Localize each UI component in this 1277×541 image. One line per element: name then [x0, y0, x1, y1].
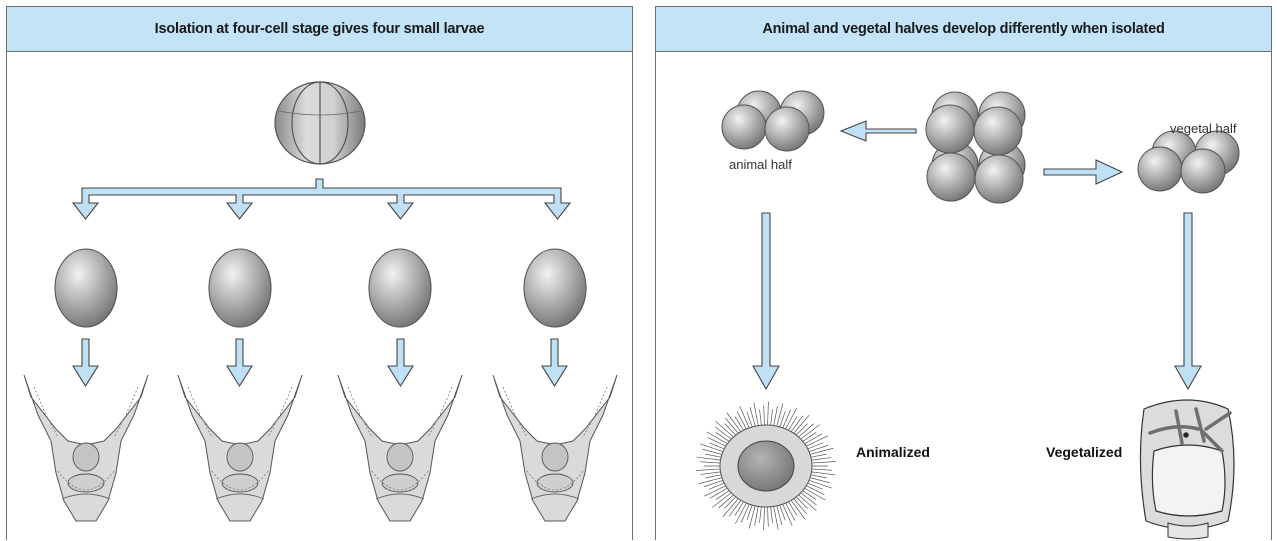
cilium — [806, 482, 822, 489]
cilium — [760, 506, 762, 522]
cilium — [768, 506, 769, 526]
cilium — [709, 443, 725, 450]
left-panel: Isolation at four-cell stage gives four … — [6, 6, 633, 540]
cilium — [809, 474, 827, 477]
animal-half-label: animal half — [729, 157, 792, 172]
animal-half-cells — [722, 91, 824, 151]
pluteus-larva-2 — [178, 375, 302, 521]
cilium — [735, 417, 744, 431]
cilium — [771, 409, 773, 425]
pluteus-larva-1 — [24, 375, 148, 521]
cilium — [700, 444, 724, 452]
single-cell-embryos — [55, 249, 586, 327]
cilium — [809, 454, 827, 457]
cilium — [716, 490, 731, 500]
cilium — [785, 502, 795, 520]
cilium — [788, 501, 797, 515]
single-cell-4 — [524, 249, 586, 327]
cilium — [697, 457, 723, 460]
cilium — [810, 462, 836, 464]
vegetal-half-label: vegetal half — [1170, 121, 1237, 136]
single-cell-1 — [55, 249, 117, 327]
right-panel: Animal and vegetal halves develop differ… — [655, 6, 1272, 540]
cilium — [755, 506, 759, 526]
cilium — [735, 501, 744, 515]
left-panel-diagram — [7, 53, 634, 541]
cilium — [704, 480, 725, 487]
cilium — [774, 406, 778, 426]
arrow-to-vegetal-half — [1044, 160, 1122, 184]
cilium — [771, 506, 773, 522]
vegetalized-label: Vegetalized — [1046, 444, 1122, 460]
cilium — [705, 474, 723, 477]
cilium — [807, 480, 831, 488]
arrow-down-animal — [753, 213, 779, 389]
animalized-label: Animalized — [856, 444, 930, 460]
cilium — [788, 417, 797, 431]
cilium — [701, 472, 723, 475]
vegetalized-embryo — [1140, 400, 1234, 539]
cilium — [802, 490, 817, 500]
vegetal-half-cells — [1138, 131, 1239, 193]
cilium — [764, 506, 765, 530]
cilium — [782, 410, 790, 429]
cilium — [696, 469, 722, 471]
single-cell-3 — [369, 249, 431, 327]
cilium — [810, 469, 832, 470]
single-cell-2 — [209, 249, 271, 327]
cilium — [810, 458, 832, 461]
cilium — [806, 443, 822, 450]
eight-cell-embryo — [926, 92, 1025, 203]
arrow-down-vegetal — [1175, 213, 1201, 389]
cilium — [705, 454, 723, 457]
cilium — [810, 472, 836, 475]
cilium — [709, 482, 725, 489]
cilium — [760, 409, 762, 425]
left-panel-title: Isolation at four-cell stage gives four … — [7, 7, 632, 52]
cilium — [716, 432, 731, 442]
right-panel-title: Animal and vegetal halves develop differ… — [656, 7, 1271, 52]
pluteus-larva-3 — [338, 375, 462, 521]
cilium — [741, 504, 749, 523]
cilium — [807, 445, 828, 452]
animalized-embryo — [696, 402, 836, 531]
cilium — [768, 402, 769, 426]
arrow-to-animal-half — [841, 121, 916, 141]
cilium — [699, 477, 724, 484]
cilium — [737, 411, 747, 429]
four-cell-embryo — [275, 82, 365, 164]
branching-arrows — [73, 179, 570, 219]
cilium — [802, 432, 817, 442]
cilium — [764, 405, 765, 425]
cilium — [808, 448, 833, 455]
pluteus-larva-4 — [493, 375, 617, 521]
cilium — [700, 462, 722, 463]
